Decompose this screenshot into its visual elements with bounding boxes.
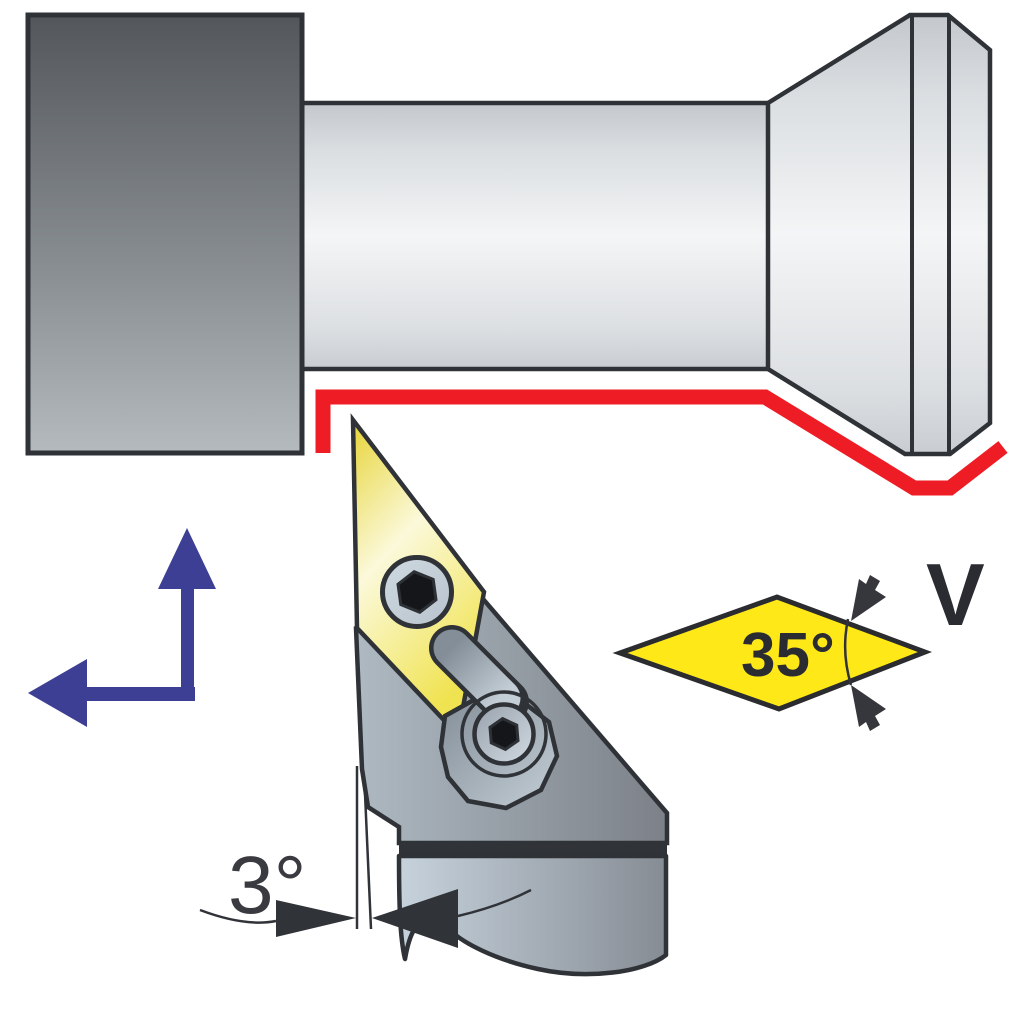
workpiece-cone-flange: [765, 12, 993, 457]
dimension-arc-right: [457, 888, 532, 918]
insert-shape-symbol: 35° V: [612, 545, 985, 731]
feed-direction-arrows: [28, 528, 216, 727]
dimension-arrow-right-icon: [276, 900, 356, 937]
clamp-seat-ring: [460, 690, 548, 778]
clamp-arm: [433, 629, 521, 717]
point-angle-arc: [843, 618, 853, 686]
point-angle-arrow-bottom-icon: [851, 685, 886, 731]
feed-arrow-up-icon: [158, 528, 216, 589]
point-angle-arrow-top-icon: [851, 575, 886, 621]
feed-arrow-left-icon: [28, 659, 87, 727]
clearance-angle-label: 3°: [228, 840, 306, 931]
insert-shape-code-label: V: [926, 545, 985, 644]
insert-screw-hex-socket-icon: [396, 569, 438, 615]
feed-arrow-horizontal-shaft: [85, 687, 195, 701]
clearance-angle-annotation: 3°: [199, 840, 532, 948]
toolpath-line: [315, 389, 1008, 496]
dimension-arc-left: [199, 908, 277, 924]
point-angle-label: 35°: [741, 621, 835, 690]
workpiece-cylinder: [293, 100, 773, 372]
feed-arrow-vertical-shaft: [181, 587, 194, 701]
workpiece-shape: [293, 12, 993, 457]
clamp-screw-hex-socket-icon: [488, 716, 520, 752]
dimension-arrow-left-icon: [372, 889, 458, 948]
lathe-chuck: [25, 12, 305, 456]
hex-screws: [380, 555, 536, 766]
holder-shim-band: [399, 842, 667, 856]
